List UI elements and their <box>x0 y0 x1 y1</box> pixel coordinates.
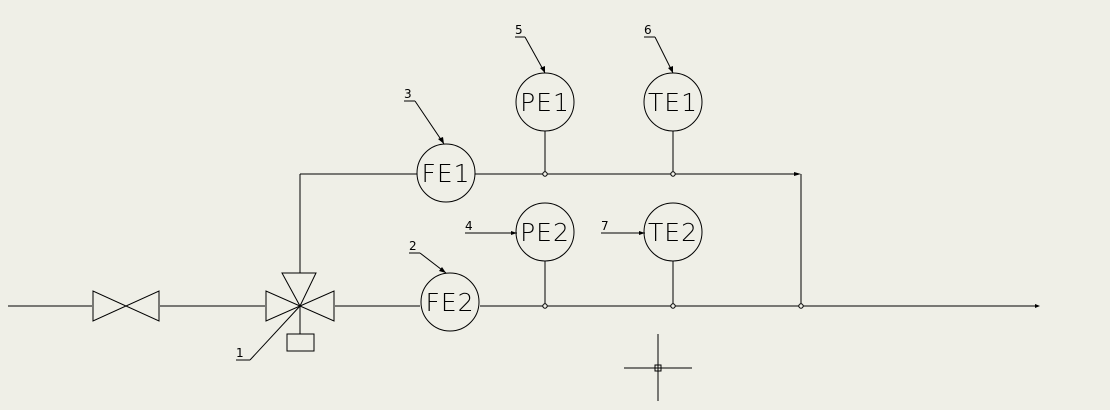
instrument-label: TE2 <box>648 218 698 247</box>
callout-2: 2 <box>409 239 447 274</box>
instrument-te1: TE1 <box>643 72 703 132</box>
three-way-valve <box>265 272 335 352</box>
callout-number: 7 <box>601 219 609 233</box>
instrument-fe1: FE1 <box>416 143 476 203</box>
instrument-label: PE1 <box>520 88 570 117</box>
callout-6: 6 <box>644 23 674 74</box>
instrument-fe2: FE2 <box>420 272 480 332</box>
instrument-pe1: PE1 <box>515 72 575 132</box>
valve-actuator <box>286 333 315 352</box>
crosshair-cursor <box>624 334 692 401</box>
callout-3: 3 <box>404 87 445 145</box>
callout-number: 4 <box>465 219 473 233</box>
instrument-pe2: PE2 <box>515 202 575 262</box>
callout-4: 4 <box>465 219 517 235</box>
instrument-label: TE1 <box>648 88 698 117</box>
callout-5: 5 <box>515 23 546 74</box>
junction-dot <box>542 171 548 177</box>
junction-dot <box>670 171 676 177</box>
junction-dot <box>670 303 676 309</box>
callout-7: 7 <box>601 219 645 235</box>
instrument-label: FE1 <box>421 159 470 188</box>
outlet-arrow <box>1035 304 1040 308</box>
callout-1: 1 <box>236 305 301 361</box>
callout-number: 2 <box>409 239 417 253</box>
callout-number: 1 <box>236 346 244 360</box>
junction-dot <box>542 303 548 309</box>
instrument-te2: TE2 <box>643 202 703 262</box>
junction-dot <box>798 303 804 309</box>
callout-number: 6 <box>644 23 652 37</box>
instrument-label: PE2 <box>520 218 570 247</box>
instrument-label: FE2 <box>425 288 474 317</box>
callout-number: 3 <box>404 87 412 101</box>
gate-valve <box>92 290 160 322</box>
callout-number: 5 <box>515 23 523 37</box>
flow-arrow <box>794 172 801 176</box>
